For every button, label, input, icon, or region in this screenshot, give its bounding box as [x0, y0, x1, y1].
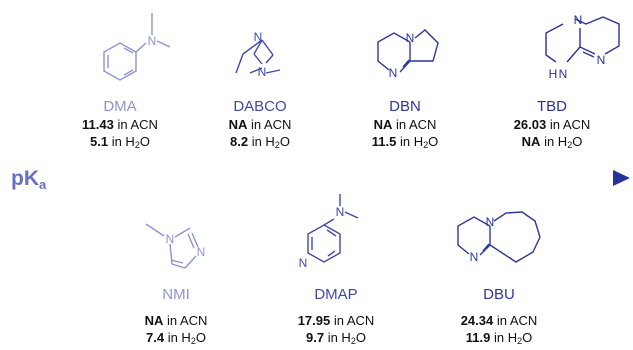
pka-acn: 26.03 in ACN [513, 117, 591, 132]
compound-name: DMA [103, 98, 137, 115]
dmap-structure: N N [296, 194, 359, 270]
compound-name: DBU [483, 286, 515, 303]
pka-h2o: 5.1 in H2O [90, 134, 150, 150]
dbn-atom-n-top: N [406, 31, 415, 45]
pka-acn: 11.43 in ACN [82, 117, 158, 132]
nmi-atom-n-methyl: N [166, 232, 175, 246]
dbn-structure: N N [377, 29, 439, 80]
compound-name: NMI [162, 286, 190, 303]
pka-acn: NA in ACN [228, 117, 292, 132]
pka-h2o: 7.4 in H2O [146, 330, 206, 346]
tbd-structure: N N H N [545, 13, 620, 81]
dabco-structure: N N [235, 30, 281, 79]
dbu-structure: N N [457, 211, 541, 264]
compound-card-nmi: NMI NA in ACN 7.4 in H2O [106, 286, 246, 350]
dabco-atom-n-top: N [254, 30, 263, 44]
pka-axis-label: pKa [11, 167, 47, 192]
dabco-atom-n-bottom: N [258, 65, 267, 79]
dma-atom-n: N [148, 34, 157, 48]
nmi-structure: N N [145, 223, 206, 269]
pka-arrow-head [613, 170, 630, 186]
dbu-atom-n-bottom: N [470, 250, 479, 264]
compound-name: TBD [537, 98, 567, 115]
compound-card-dbn: DBN NA in ACN 11.5 in H2O [335, 98, 475, 154]
tbd-atom-n-left: N [559, 67, 568, 81]
pka-arrow [68, 170, 630, 186]
pka-h2o: 11.9 in H2O [465, 330, 533, 346]
pka-acn: NA in ACN [373, 117, 437, 132]
pka-h2o: 9.7 in H2O [306, 330, 366, 346]
pka-h2o: 8.2 in H2O [230, 134, 290, 150]
pka-acn: 17.95 in ACN [297, 313, 375, 328]
dmap-atom-n-ring: N [299, 256, 308, 270]
pka-h2o: 11.5 in H2O [371, 134, 439, 150]
compound-card-dmap: DMAP 17.95 in ACN 9.7 in H2O [266, 286, 406, 350]
pka-acn: 24.34 in ACN [460, 313, 538, 328]
tbd-atom-h: H [549, 67, 558, 81]
pka-h2o: NA in H2O [521, 134, 583, 150]
compound-card-dbu: DBU 24.34 in ACN 11.9 in H2O [429, 286, 569, 350]
compound-name: DMAP [314, 286, 358, 303]
compound-card-dabco: DABCO NA in ACN 8.2 in H2O [190, 98, 330, 154]
nmi-atom-n-ring: N [197, 245, 206, 259]
dma-structure: N [103, 13, 171, 81]
tbd-atom-n-top: N [574, 13, 583, 27]
dmap-atom-n-amine: N [336, 205, 345, 219]
compound-card-dma: DMA 11.43 in ACN 5.1 in H2O [50, 98, 190, 154]
tbd-atom-n-right: N [597, 53, 606, 67]
pka-acn: NA in ACN [144, 313, 208, 328]
dbn-atom-n-bottom: N [389, 66, 398, 80]
dbu-atom-n-top: N [486, 215, 495, 229]
compound-name: DBN [389, 98, 421, 115]
compound-name: DABCO [233, 98, 287, 115]
compound-card-tbd: TBD 26.03 in ACN NA in H2O [482, 98, 622, 154]
